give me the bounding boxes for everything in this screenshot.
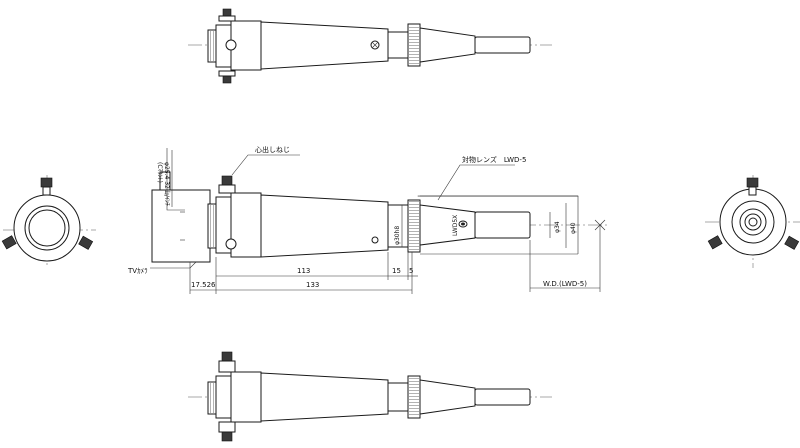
dia-40-label: φ40 — [570, 222, 577, 234]
tv-camera-label: TVｶﾒﾗ — [127, 267, 148, 275]
left-end-view — [1, 175, 96, 265]
right-end-view — [705, 175, 800, 268]
bottom-setscrew-upper — [221, 351, 233, 362]
dia-30h8-label: φ30h8 — [394, 226, 401, 245]
mount-type-label: (Cﾏｳﾝﾄ) — [156, 162, 163, 183]
front-setscrew — [221, 175, 233, 186]
bottom-tapered-barrel — [260, 372, 389, 422]
dim-133: 133 — [306, 281, 319, 289]
front-view — [150, 148, 610, 294]
top-tapered-barrel — [260, 21, 389, 70]
lens-mark-label: LWD5X — [452, 215, 459, 236]
setscrew-label: 心出しねじ — [255, 145, 290, 154]
bottom-lens-tip — [474, 388, 531, 406]
top-setscrew-lower — [222, 75, 232, 84]
bottom-setscrew-lower — [221, 431, 233, 442]
mount-dia-label: φ25.4 32山/ｲﾝﾁ — [163, 162, 171, 206]
front-tapered-barrel — [260, 194, 389, 258]
top-view — [188, 8, 552, 84]
dim-17526: 17.526 — [191, 281, 216, 289]
left-screw-top — [40, 177, 53, 188]
bottom-view — [188, 351, 552, 442]
dim-113: 113 — [297, 267, 310, 275]
objective-label: 対物レンズ LWD-5 — [462, 155, 526, 164]
objective-lens-body — [419, 204, 476, 246]
dim-15: 15 — [392, 267, 401, 275]
dia-34-label: φ34 — [554, 221, 561, 233]
top-setscrew-upper — [222, 8, 232, 17]
wd-label: W.D.(LWD-5) — [543, 280, 587, 288]
bottom-collar — [230, 371, 262, 423]
tv-camera-body — [151, 189, 211, 263]
dim-5: 5 — [409, 267, 413, 275]
right-screw-top — [746, 177, 759, 188]
objective-tip — [474, 211, 531, 239]
top-screw-hole — [225, 39, 237, 51]
front-collar — [230, 192, 262, 258]
top-lens-tip — [474, 36, 531, 54]
